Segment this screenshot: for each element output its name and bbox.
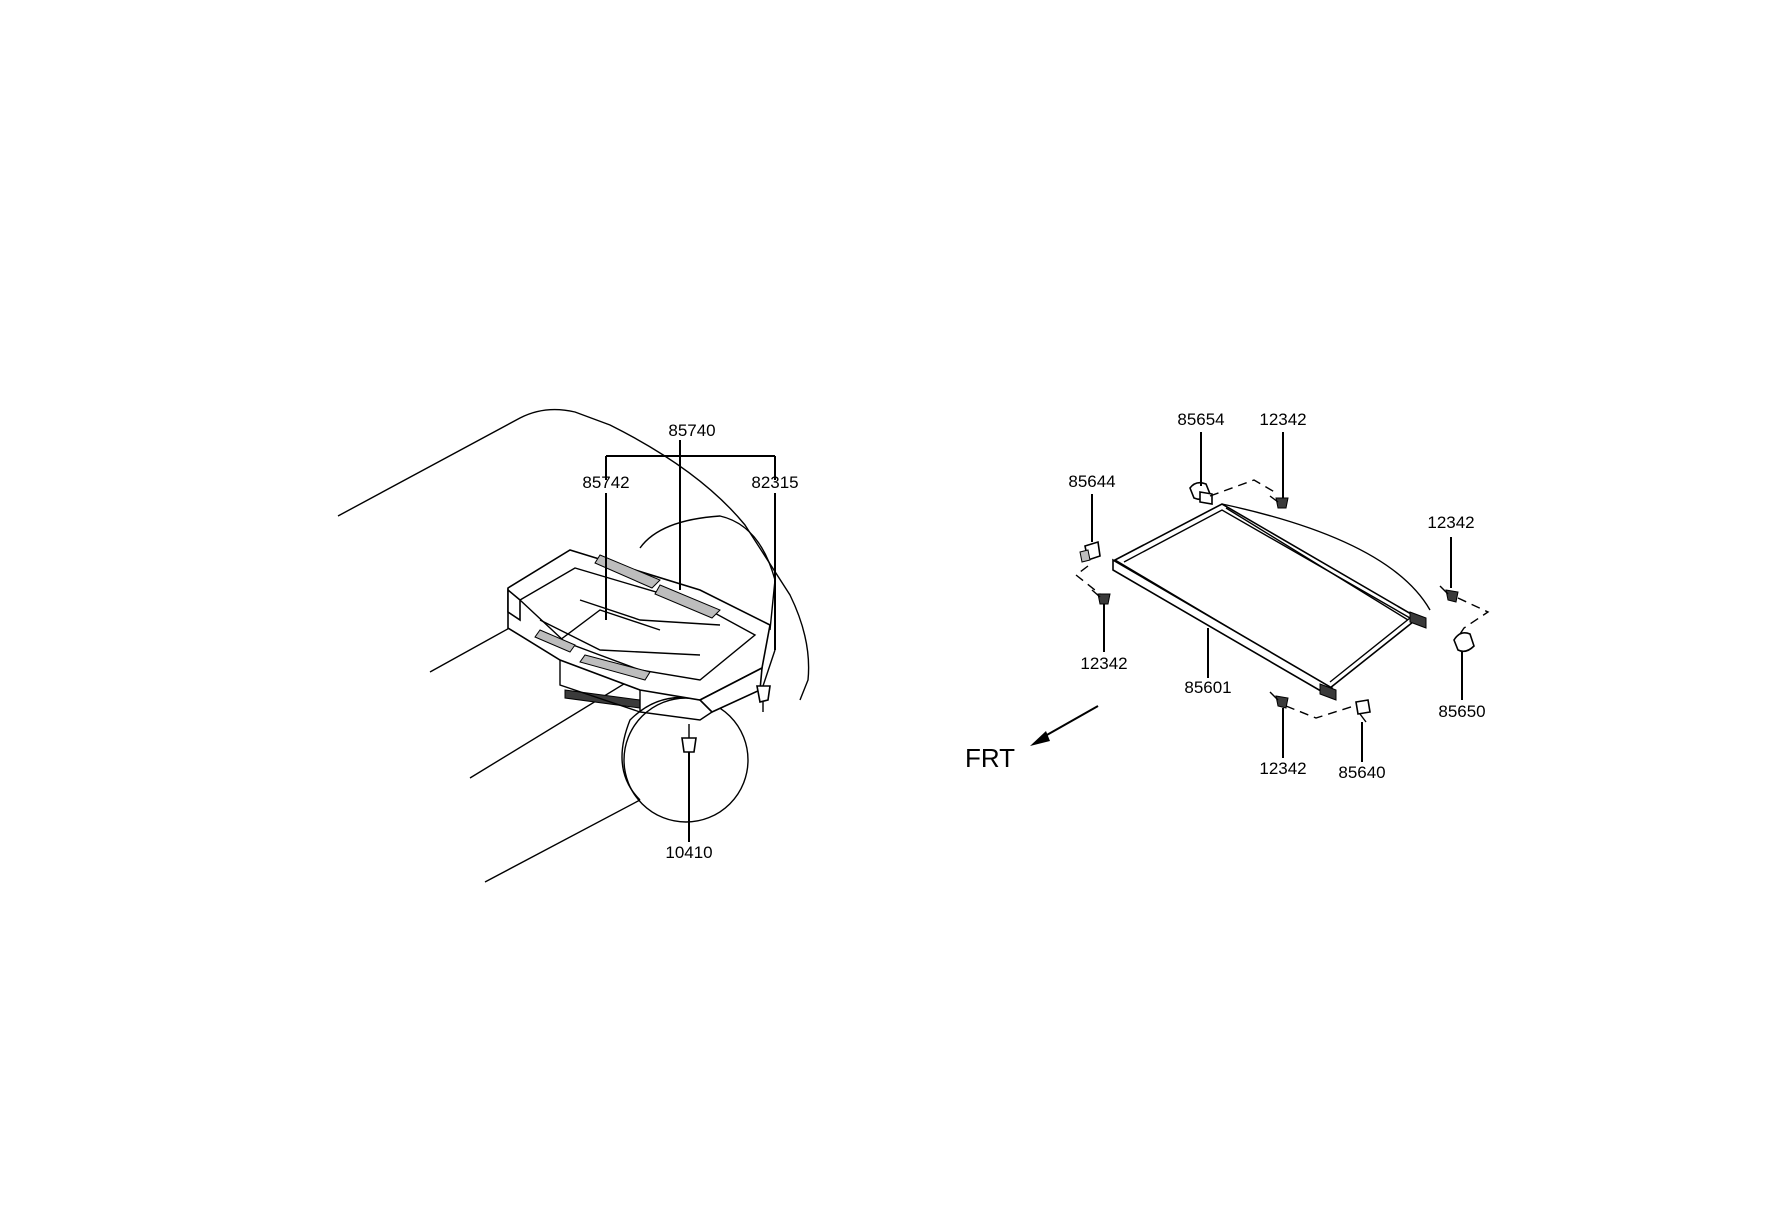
clip-85644 (1079, 540, 1101, 563)
label-frt: FRT (965, 743, 1015, 773)
screw-12342-bottom (1269, 691, 1289, 709)
label-85742: 85742 (582, 473, 629, 492)
front-direction-arrow (1030, 705, 1099, 746)
tray-bolt-10410 (681, 724, 697, 753)
label-12342-right: 12342 (1427, 513, 1474, 532)
label-82315: 82315 (751, 473, 798, 492)
luggage-tray (507, 549, 771, 721)
leaders-right (1074, 432, 1490, 762)
clip-85654 (1189, 481, 1213, 505)
label-10410: 10410 (665, 843, 712, 862)
label-85644: 85644 (1068, 472, 1115, 491)
label-85654: 85654 (1177, 410, 1224, 429)
screw-12342-right (1439, 585, 1459, 603)
label-12342-left: 12342 (1080, 654, 1127, 673)
screw-12342-left (1091, 589, 1111, 605)
label-12342-top: 12342 (1259, 410, 1306, 429)
clip-85640 (1355, 699, 1371, 723)
clip-85650 (1453, 632, 1475, 653)
tray-clip-82315 (756, 685, 771, 712)
cover-shelf-85601 (1112, 503, 1431, 701)
leaders-left (605, 440, 776, 842)
label-85650: 85650 (1438, 702, 1485, 721)
label-85740: 85740 (668, 421, 715, 440)
vehicle-body-outline (337, 408, 810, 883)
label-12342-bottom: 12342 (1259, 759, 1306, 778)
label-85601: 85601 (1184, 678, 1231, 697)
screw-12342-top (1269, 495, 1289, 509)
label-85640: 85640 (1338, 763, 1385, 782)
